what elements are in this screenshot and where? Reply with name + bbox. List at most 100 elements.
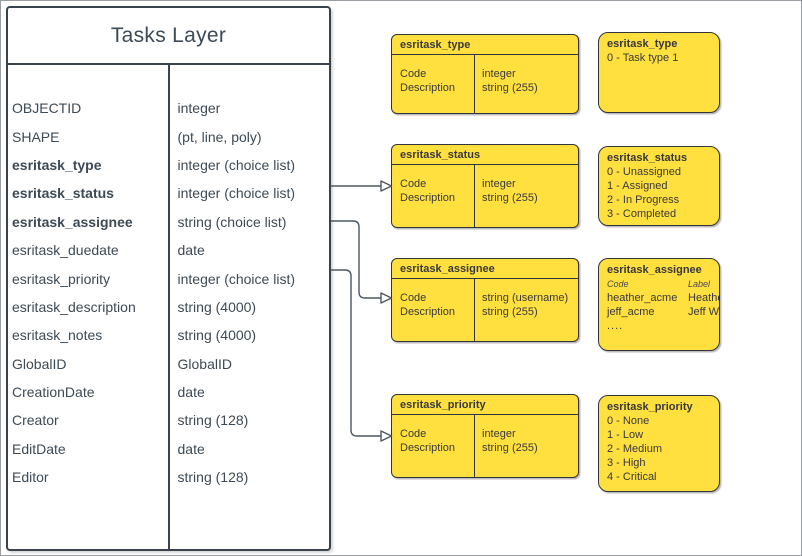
column-header-label: Label	[688, 279, 711, 289]
legend-esritask-status: esritask_status 0 - Unassigned 1 - Assig…	[598, 146, 720, 226]
field-type: string (255)	[482, 192, 538, 204]
field-type: string (4000)	[177, 327, 257, 344]
legend-item: 0 - Task type 1	[607, 52, 679, 64]
field-name: Description	[400, 442, 456, 454]
domain-table-fields: Code Description	[392, 279, 475, 341]
field-name: esritask_priority	[12, 270, 111, 287]
field-row-globalid: GlobalID GlobalID	[8, 350, 329, 378]
domain-table-types: string (username) string (255)	[475, 279, 578, 341]
domain-table-title: esritask_status	[392, 145, 578, 165]
domain-table-types: integer string (255)	[475, 55, 578, 113]
field-row-esritask-status: esritask_status integer (choice list)	[8, 179, 329, 207]
field-row-creationdate: CreationDate date	[8, 378, 329, 406]
field-row-esritask-type: esritask_type integer (choice list)	[8, 151, 329, 179]
legend-item: 1 - Low	[607, 429, 644, 441]
field-name: Code	[400, 428, 427, 440]
field-type: string (128)	[177, 412, 249, 429]
assignee-label: Heather Smith	[688, 292, 719, 304]
field-name: esritask_notes	[12, 327, 103, 344]
domain-table-types: integer string (255)	[475, 165, 578, 227]
legend-esritask-priority: esritask_priority 0 - None 1 - Low 2 - M…	[598, 395, 720, 492]
legend-item: 0 - Unassigned	[607, 166, 681, 178]
legend-item: 2 - In Progress	[607, 194, 680, 206]
field-type: integer (choice list)	[177, 270, 296, 287]
legend-item: 1 - Assigned	[607, 180, 668, 192]
domain-table-fields: Code Description	[392, 165, 475, 227]
field-row-esritask-duedate: esritask_duedate date	[8, 236, 329, 264]
legend-item: 0 - None	[607, 415, 650, 427]
domain-table-esritask-assignee: esritask_assignee Code Description strin…	[391, 258, 579, 342]
field-row-esritask-notes: esritask_notes string (4000)	[8, 321, 329, 349]
field-name: SHAPE	[12, 128, 60, 145]
legend-esritask-assignee: esritask_assignee Code Label heather_acm…	[598, 258, 720, 351]
field-type: date	[177, 242, 205, 259]
legend-title: esritask_assignee	[607, 264, 702, 276]
field-name: esritask_status	[12, 185, 114, 202]
connector-arrowhead	[380, 430, 393, 442]
field-row-creator: Creator string (128)	[8, 406, 329, 434]
assignee-code: heather_acme	[607, 292, 678, 304]
legend-item: 2 - Medium	[607, 443, 663, 455]
connector-esritask-assignee	[331, 220, 382, 299]
field-name: esritask_description	[12, 298, 136, 315]
legend-item: 3 - High	[607, 457, 646, 469]
domain-table-types: integer string (255)	[475, 415, 578, 477]
domain-table-title: esritask_priority	[392, 395, 578, 415]
field-name: Description	[400, 306, 456, 318]
field-name: Code	[400, 178, 427, 190]
field-type: string (username)	[482, 292, 569, 304]
field-name: CreationDate	[12, 384, 95, 401]
field-type: (pt, line, poly)	[177, 128, 262, 145]
connector-arrowhead	[380, 292, 393, 304]
tasks-layer-title: Tasks Layer	[8, 8, 329, 65]
field-type: integer	[482, 428, 516, 440]
field-name: GlobalID	[12, 355, 67, 372]
field-name: OBJECTID	[12, 100, 82, 117]
connector-esritask-priority	[331, 269, 382, 437]
field-type: string (4000)	[177, 298, 257, 315]
legend-ellipsis: ....	[607, 320, 624, 332]
field-type: integer	[482, 68, 516, 80]
column-header-code: Code	[607, 279, 629, 289]
domain-table-esritask-type: esritask_type Code Description integer s…	[391, 34, 579, 114]
field-type: date	[177, 384, 205, 401]
field-name: Code	[400, 292, 427, 304]
field-type: date	[177, 440, 205, 457]
field-type: integer (choice list)	[177, 185, 296, 202]
field-type: string (255)	[482, 306, 538, 318]
legend-item: 3 - Completed	[607, 208, 677, 220]
field-type: string (255)	[482, 82, 538, 94]
field-name: esritask_duedate	[12, 242, 119, 259]
field-name: Code	[400, 68, 427, 80]
field-type: integer (choice list)	[177, 156, 296, 173]
legend-title: esritask_type	[607, 38, 678, 50]
connector-arrowhead	[380, 180, 393, 192]
field-row-esritask-description: esritask_description string (4000)	[8, 293, 329, 321]
field-name: Creator	[12, 412, 59, 429]
field-type: string (128)	[177, 469, 249, 486]
field-type: integer	[482, 178, 516, 190]
assignee-code: jeff_acme	[607, 306, 655, 318]
assignee-label: Jeff Walker	[688, 306, 719, 318]
legend-item: 4 - Critical	[607, 471, 657, 483]
tasks-layer-column-divider	[168, 65, 170, 549]
field-type: GlobalID	[177, 355, 232, 372]
field-row-esritask-priority: esritask_priority integer (choice list)	[8, 264, 329, 292]
legend-esritask-type: esritask_type 0 - Task type 1	[598, 32, 720, 113]
field-type: string (255)	[482, 442, 538, 454]
domain-table-fields: Code Description	[392, 415, 475, 477]
legend-code-label-table: Code Label heather_acme Heather Smith je…	[607, 277, 719, 319]
field-row-shape: SHAPE (pt, line, poly)	[8, 122, 329, 150]
domain-table-title: esritask_type	[392, 35, 578, 55]
field-name: esritask_type	[12, 156, 102, 173]
field-name: Description	[400, 192, 456, 204]
domain-table-esritask-status: esritask_status Code Description integer…	[391, 144, 579, 228]
domain-table-esritask-priority: esritask_priority Code Description integ…	[391, 394, 579, 478]
